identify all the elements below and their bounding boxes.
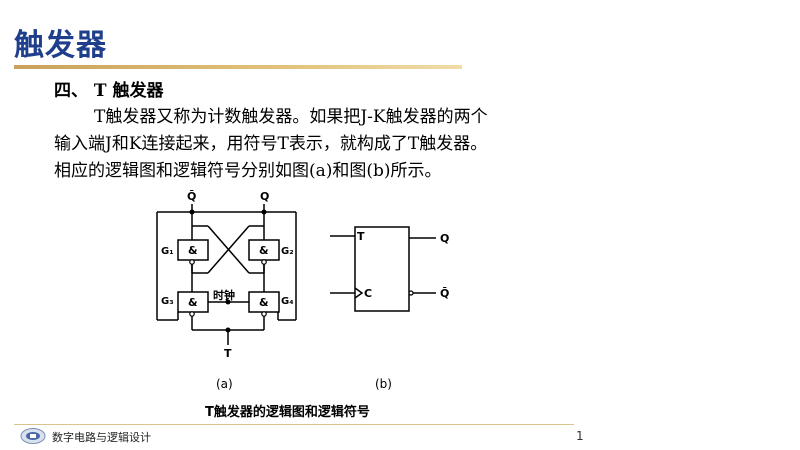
figure-caption: T触发器的逻辑图和逻辑符号 — [205, 405, 370, 420]
gate-g4-symbol: & — [259, 296, 269, 309]
footer-course-name: 数字电路与逻辑设计 — [52, 431, 151, 444]
fig-a-t-label: T — [224, 347, 232, 360]
figure-b-caption: (b) — [375, 377, 392, 391]
title-underline — [14, 65, 462, 69]
fig-a-qbar-label: Q̄ — [187, 190, 196, 203]
figure-a-caption: (a) — [216, 377, 233, 391]
page-number: 1 — [576, 429, 584, 443]
section-heading: 四、 T 触发器 — [54, 81, 164, 101]
symbol-box — [354, 226, 410, 312]
paragraph-line-2: 输入端J和K连接起来，用符号T表示，就构成了T触发器。 — [54, 134, 488, 154]
fig-a-q-label: Q — [260, 190, 269, 203]
symbol-c-input: C — [364, 287, 372, 300]
symbol-t-input: T — [357, 230, 365, 243]
paragraph-line-3: 相应的逻辑图和逻辑符号分别如图(a)和图(b)所示。 — [54, 161, 442, 181]
slide-title: 触发器 — [14, 28, 107, 63]
gate-g1-symbol: & — [188, 244, 198, 257]
paragraph-line-1: T触发器又称为计数触发器。如果把J-K触发器的两个 — [94, 107, 488, 127]
gate-g2-label: G₂ — [281, 246, 294, 257]
gate-g4-label: G₄ — [281, 296, 294, 307]
gate-g3-symbol: & — [188, 296, 198, 309]
symbol-q-output: Q — [440, 232, 449, 245]
university-logo-icon — [20, 428, 46, 444]
clock-label: 时钟 — [213, 288, 235, 302]
gate-g3-label: G₃ — [161, 296, 174, 307]
symbol-qbar-output: Q̄ — [440, 287, 449, 300]
gate-g1-label: G₁ — [161, 246, 174, 257]
gate-g2-symbol: & — [259, 244, 269, 257]
body-paragraph: T触发器又称为计数触发器。如果把J-K触发器的两个 输入端J和K连接起来，用符号… — [54, 104, 594, 185]
footer-divider — [14, 424, 574, 425]
